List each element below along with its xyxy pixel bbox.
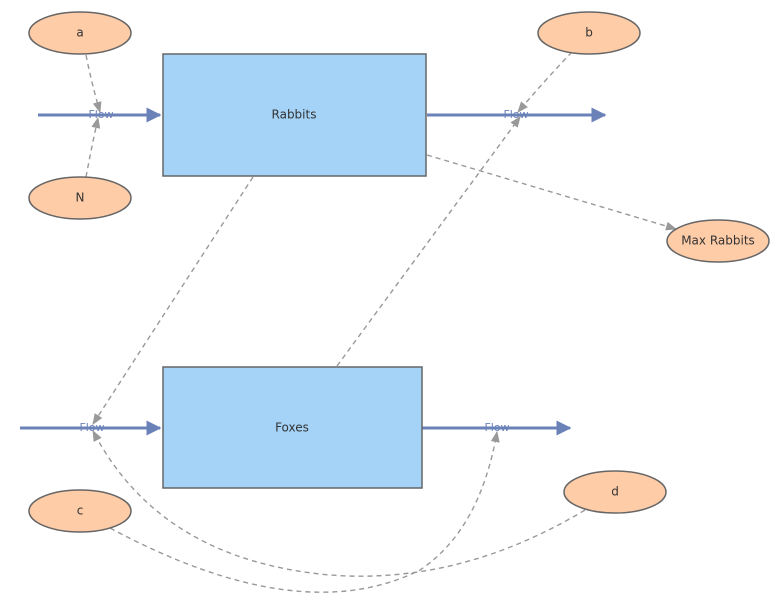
variable-max-rabbits-label: Max Rabbits [681, 234, 755, 248]
foxes-stock-label: Foxes [275, 421, 309, 435]
variable-a-label: a [76, 26, 83, 40]
link-foxes-to-rabbit-outflow[interactable] [336, 116, 521, 367]
variable-d[interactable]: d [563, 470, 667, 514]
variable-a[interactable]: a [28, 11, 132, 55]
variable-c[interactable]: c [28, 489, 132, 533]
rabbits-stock-label: Rabbits [272, 108, 317, 122]
variable-n-label: N [76, 191, 85, 205]
rabbit-outflow-label: Flow [503, 108, 528, 121]
link-b-to-rabbit-outflow[interactable] [517, 51, 573, 113]
link-rabbits-to-fox-inflow[interactable] [92, 176, 254, 425]
rabbit-inflow-label: Flow [88, 108, 113, 121]
link-d-to-fox-inflow[interactable] [92, 430, 586, 577]
fox-inflow-label: Flow [79, 421, 104, 434]
variable-c-label: c [77, 504, 84, 518]
link-n-to-rabbit-inflow[interactable] [85, 116, 101, 178]
foxes-stock[interactable]: Foxes [162, 366, 423, 489]
rabbits-stock[interactable]: Rabbits [162, 53, 427, 177]
variable-n[interactable]: N [28, 176, 132, 220]
variable-b[interactable]: b [537, 11, 641, 55]
variable-max-rabbits[interactable]: Max Rabbits [666, 219, 770, 263]
link-rabbits-to-max-rabbits[interactable] [426, 154, 678, 231]
variable-d-label: d [611, 485, 619, 499]
variable-b-label: b [585, 26, 593, 40]
link-a-to-rabbit-inflow[interactable] [85, 54, 102, 114]
fox-outflow-label: Flow [484, 421, 509, 434]
link-c-to-fox-outflow[interactable] [109, 430, 500, 593]
